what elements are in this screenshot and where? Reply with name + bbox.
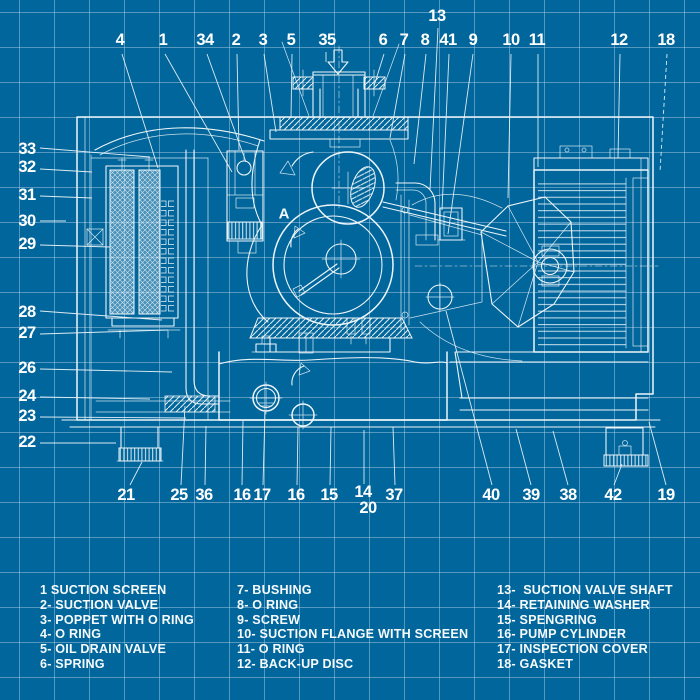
callout-top-2: 2 [231,30,241,49]
legend-item: 13- SUCTION VALVE SHAFT [497,583,673,597]
callout-top-41: 41 [439,30,457,49]
callout-bottom-39: 39 [522,485,540,504]
oil-sump [218,332,448,430]
mounting-feet [116,426,649,467]
section-letter-A: A [278,205,290,223]
discharge-valve-assembly [382,182,507,312]
callout-bottom-37: 37 [385,485,403,504]
callout-left-33: 33 [18,139,36,158]
legend-item: 1 SUCTION SCREEN [40,583,167,597]
suction-flange [269,41,409,211]
legend-item: 4- O RING [40,627,102,642]
legend-item: 2- SUCTION VALVE [40,597,159,612]
legend-item: 3- POPPET WITH O RING [40,612,194,627]
callout-top-18: 18 [657,30,675,49]
legend-item: 15- SPENGRING [497,612,597,627]
suction-valve-block [226,150,264,254]
callout-left-26: 26 [18,358,36,377]
callout-top-8: 8 [420,30,430,49]
legend-item: 16- PUMP CYLINDER [497,627,627,642]
callout-bottom-21: 21 [117,485,135,504]
callout-top-7: 7 [399,30,409,49]
callout-top-3: 3 [258,30,268,49]
callout-left-22: 22 [18,432,36,451]
callout-bottom-38: 38 [559,485,577,504]
oil-drain-valve [255,343,277,353]
callout-top-10: 10 [502,30,520,49]
callout-bottom-19: 19 [657,485,675,504]
callout-top-34: 34 [196,30,214,49]
callout-top-12: 12 [610,30,628,49]
rotation-arrow [290,228,299,248]
legend-item: 10- SUCTION FLANGE WITH SCREEN [237,627,469,642]
pump-cylinder-body [246,139,523,386]
callout-bottom-16: 16 [287,485,305,504]
legend-item: 6- SPRING [40,656,105,671]
callout-bottom-36: 36 [195,485,213,504]
legend-item: 11- O RING [237,642,305,657]
legend-item: 18- GASKET [497,656,574,671]
callout-top-4: 4 [115,30,125,49]
callout-top-1: 1 [158,30,168,49]
callout-bottom-40: 40 [482,485,500,504]
legend-item: 12- BACK-UP DISC [237,656,354,671]
callout-bottom-14: 14 [354,482,372,501]
legend-item: 17- INSPECTION COVER [497,642,648,657]
callout-bottom-42: 42 [604,485,622,504]
legend-item: 9- SCREW [237,612,301,627]
motor-body [449,145,649,411]
callout-left-29: 29 [18,234,36,253]
oil-return-pipe [94,127,265,405]
legend-item: 5- OIL DRAIN VALVE [40,642,167,657]
callout-top-35: 35 [318,30,336,49]
callout-left-27: 27 [18,323,36,342]
oil-level-line [218,357,448,365]
callout-left-31: 31 [18,185,36,204]
suction-valve-shaft [382,201,507,237]
oil-separator-filters [86,157,216,413]
callout-top-9: 9 [468,30,478,49]
callout-left-30: 30 [18,211,36,230]
callout-top-6: 6 [378,30,388,49]
callout-left-24: 24 [18,386,36,405]
legend-item: 7- BUSHING [237,583,312,597]
flow-direction-arrow-icon [327,49,349,75]
flow-arrow-upper [291,151,314,167]
callout-bottom-20: 20 [359,498,377,517]
legend-item: 8- O RING [237,597,299,612]
vane [298,263,340,296]
callout-bottom-15: 15 [320,485,338,504]
flow-arrow-lower [291,365,305,386]
poppet-hatched [350,166,376,208]
legend-item: 14- RETAINING WASHER [497,597,650,612]
callout-top-11: 11 [528,30,546,49]
callout-top-13: 13 [428,6,446,25]
callout-bottom-16: 16 [233,485,251,504]
callout-left-32: 32 [18,157,36,176]
callout-bottom-17: 17 [253,485,271,504]
callout-left-28: 28 [18,302,36,321]
callout-left-23: 23 [18,406,36,425]
leader-lines [39,27,668,486]
callout-top-5: 5 [286,30,296,49]
callout-bottom-25: 25 [170,485,188,504]
